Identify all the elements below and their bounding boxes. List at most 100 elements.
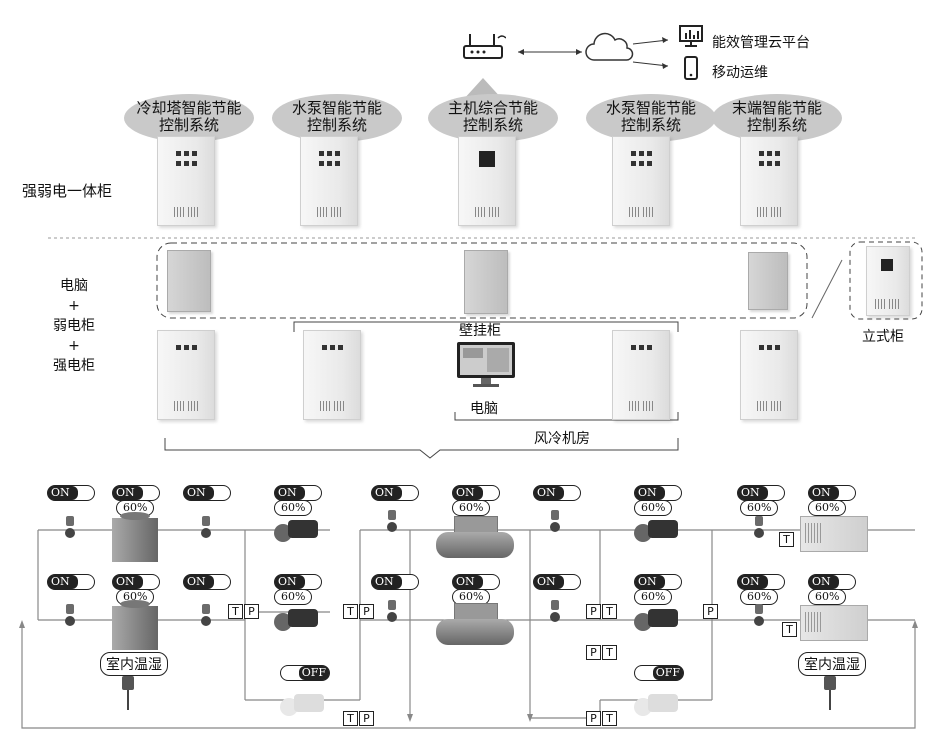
speed-percentage: 60% [634, 500, 673, 516]
system-title-pump-2: 水泵智能节能 控制系统 [586, 94, 716, 142]
pump-icon [274, 605, 320, 633]
integrated-cabinet-4 [612, 136, 670, 226]
cooling-tower-icon [112, 512, 158, 562]
temperature-sensor-box: T [343, 711, 358, 726]
pump-icon [274, 516, 320, 544]
speed-percentage: 60% [452, 500, 491, 516]
valve-icon [199, 604, 213, 630]
valve-icon [199, 516, 213, 542]
status-on-tag[interactable]: ON [808, 485, 856, 501]
temperature-sensor-box: T [779, 532, 794, 547]
valve-icon [385, 510, 399, 536]
temp-humidity-sensor-icon [823, 676, 837, 710]
speed-percentage: 60% [452, 589, 491, 605]
cooling-tower-icon [112, 600, 158, 650]
status-on-tag[interactable]: ON [47, 485, 95, 501]
pressure-sensor-box: P [244, 604, 259, 619]
pump-icon [634, 516, 680, 544]
temperature-sensor-box: T [782, 622, 797, 637]
integrated-cabinet-2 [300, 136, 358, 226]
valve-icon [752, 516, 766, 542]
valve-icon [63, 604, 77, 630]
system-title-cooling-tower: 冷却塔智能节能 控制系统 [124, 94, 254, 142]
wall-cabinet-1 [167, 250, 211, 312]
status-off-tag[interactable]: OFF [280, 665, 330, 681]
speed-percentage: 60% [274, 500, 313, 516]
chiller-icon [436, 516, 514, 564]
status-on-tag[interactable]: ON [371, 574, 419, 590]
status-on-tag[interactable]: ON [112, 574, 160, 590]
system-title-pump-1: 水泵智能节能 控制系统 [272, 94, 402, 142]
status-on-tag[interactable]: ON [183, 485, 231, 501]
monitor-chart-icon [678, 24, 706, 48]
status-on-tag[interactable]: ON [452, 485, 500, 501]
status-on-tag[interactable]: ON [371, 485, 419, 501]
pressure-sensor-box: P [586, 604, 601, 619]
temperature-sensor-box: T [602, 604, 617, 619]
speed-percentage: 60% [808, 589, 847, 605]
valve-icon [385, 600, 399, 626]
pressure-sensor-box: P [359, 711, 374, 726]
status-on-tag[interactable]: ON [634, 485, 682, 501]
pressure-sensor-box: P [586, 711, 601, 726]
status-on-tag[interactable]: ON [112, 485, 160, 501]
mobile-ops-label: 移动运维 [712, 65, 768, 81]
floor-cabinet-1 [157, 330, 215, 420]
status-on-tag[interactable]: ON [452, 574, 500, 590]
room-temp-humidity-label: 室内温湿 [100, 652, 168, 676]
speed-percentage: 60% [740, 500, 779, 516]
pump-icon [634, 605, 680, 633]
system-title-terminal: 末端智能节能 控制系统 [712, 94, 842, 142]
wall-cabinet-3 [748, 252, 788, 310]
status-on-tag[interactable]: ON [47, 574, 95, 590]
phone-icon [683, 56, 699, 80]
pump-standby-icon [280, 690, 326, 718]
router-icon [462, 30, 507, 64]
temperature-sensor-box: T [602, 645, 617, 660]
standing-cabinet-label: 立式柜 [862, 329, 904, 345]
status-on-tag[interactable]: ON [533, 574, 581, 590]
pc-stack-label: 电脑+弱电柜+强电柜 [53, 278, 95, 374]
valve-icon [548, 510, 562, 536]
status-off-tag[interactable]: OFF [634, 665, 684, 681]
status-on-tag[interactable]: ON [183, 574, 231, 590]
machine-room-label: 风冷机房 [534, 431, 590, 447]
temperature-sensor-box: T [343, 604, 358, 619]
status-on-tag[interactable]: ON [634, 574, 682, 590]
status-on-tag[interactable]: ON [274, 574, 322, 590]
chiller-icon [436, 603, 514, 651]
room-temp-humidity-label: 室内温湿 [798, 652, 866, 676]
integrated-cabinet-3 [458, 136, 516, 226]
temperature-sensor-box: T [602, 711, 617, 726]
speed-percentage: 60% [808, 500, 847, 516]
cloud-icon [584, 30, 634, 66]
pressure-sensor-box: P [359, 604, 374, 619]
pump-standby-icon [634, 690, 680, 718]
cloud-platform-label: 能效管理云平台 [712, 35, 810, 51]
temp-humidity-sensor-icon [121, 676, 135, 710]
status-on-tag[interactable]: ON [737, 485, 785, 501]
valve-icon [548, 600, 562, 626]
system-title-host: 主机综合节能 控制系统 [428, 94, 558, 142]
valve-icon [63, 516, 77, 542]
valve-icon [752, 604, 766, 630]
status-on-tag[interactable]: ON [274, 485, 322, 501]
status-on-tag[interactable]: ON [533, 485, 581, 501]
integrated-cabinet-label: 强弱电一体柜 [22, 182, 113, 200]
computer-label: 电脑 [470, 401, 498, 417]
temperature-sensor-box: T [228, 604, 243, 619]
status-on-tag[interactable]: ON [737, 574, 785, 590]
pressure-sensor-box: P [586, 645, 601, 660]
speed-percentage: 60% [634, 589, 673, 605]
floor-cabinet-3 [612, 330, 670, 420]
floor-cabinet-2 [303, 330, 361, 420]
status-on-tag[interactable]: ON [808, 574, 856, 590]
pressure-sensor-box: P [703, 604, 718, 619]
speed-percentage: 60% [740, 589, 779, 605]
computer-monitor-icon [455, 340, 519, 390]
air-handling-unit-icon [800, 516, 868, 552]
air-handling-unit-icon [800, 605, 868, 641]
integrated-cabinet-1 [157, 136, 215, 226]
wall-cabinet-2 [464, 250, 508, 314]
speed-percentage: 60% [274, 589, 313, 605]
